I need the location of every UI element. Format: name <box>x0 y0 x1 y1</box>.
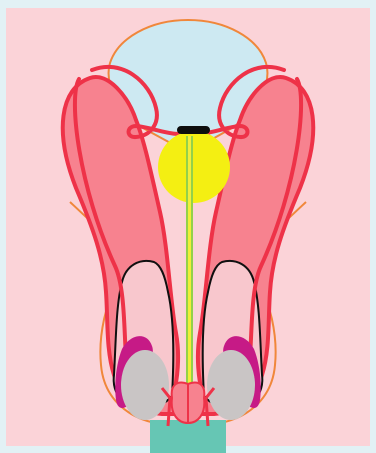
prostate <box>158 131 230 203</box>
base-structure <box>150 420 226 453</box>
urethra-yellow <box>188 136 191 423</box>
left-testis <box>121 350 169 420</box>
black-bar <box>177 126 210 134</box>
right-testis <box>207 350 255 420</box>
